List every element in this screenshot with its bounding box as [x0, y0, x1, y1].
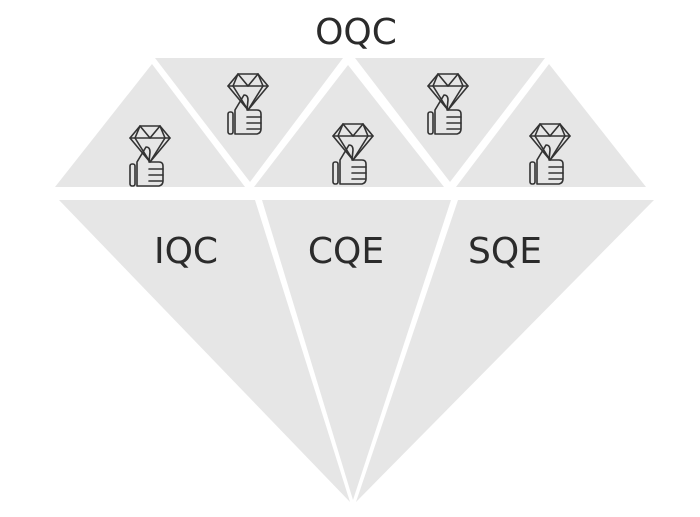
segment-label-sqe: SQE: [468, 231, 542, 272]
pavilion-facet-center: [262, 200, 451, 500]
crown-facet-left-inner: [155, 58, 343, 182]
segment-label-cqe: CQE: [308, 231, 384, 272]
segment-label-iqc: IQC: [154, 231, 218, 272]
crown-facet-right: [456, 64, 646, 187]
pavilion-facet-left: [59, 200, 350, 502]
pavilion-facet-right: [356, 200, 654, 502]
top-label: OQC: [315, 12, 397, 53]
crown-facet-center: [254, 65, 444, 187]
crown-facet-right-inner: [355, 58, 545, 182]
